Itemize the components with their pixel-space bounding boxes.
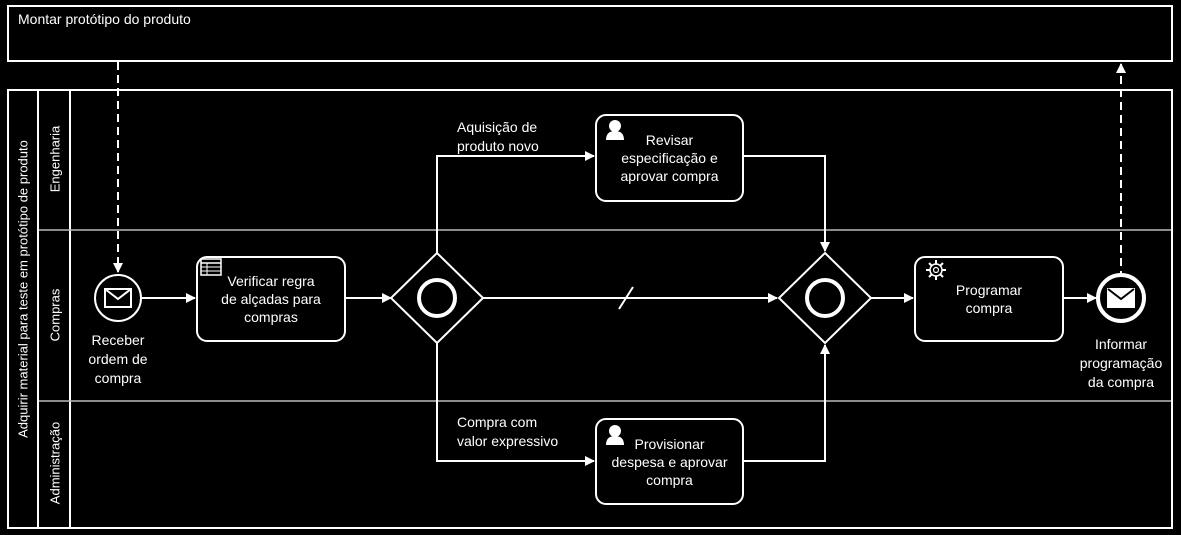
inclusive-gateway-join	[777, 251, 873, 345]
inclusive-gateway-split	[389, 251, 485, 345]
task-label: Verificar regra de alçadas para compras	[221, 273, 321, 325]
flow-split-to-provision	[436, 343, 595, 466]
task-label: Revisar especificação e aprovar compra	[620, 132, 719, 184]
gear-icon	[926, 260, 946, 280]
task-revisar-especificacao[interactable]: Revisar especificação e aprovar compra	[595, 114, 744, 202]
user-icon	[606, 120, 624, 140]
task-verificar-regra[interactable]: Verificar regra de alçadas para compras	[196, 256, 346, 342]
flow-label-expressive-value: Compra com valor expressivo	[457, 414, 559, 449]
lane-label-column: Engenharia Compras Administração	[39, 89, 71, 529]
task-provisionar-despesa[interactable]: Provisionar despesa e aprovar compra	[595, 418, 744, 505]
flow-review-to-join	[744, 155, 830, 252]
user-icon	[606, 425, 624, 445]
pool-montar-prototipo	[7, 5, 1173, 62]
flow-label-new-product: Aquisição de produto novo	[457, 119, 539, 154]
end-event-label: Informar programação da compra	[1079, 336, 1163, 390]
start-event-label: Receber ordem de compra	[88, 332, 148, 386]
table-icon	[200, 258, 222, 276]
pool-main-label-column: Adquirir material para teste em protótip…	[7, 89, 39, 529]
flow-provision-to-join	[744, 344, 830, 462]
task-label: Programar compra	[955, 282, 1023, 316]
flow-split-to-review	[436, 151, 595, 253]
pool-top-title: Montar protótipo do produto	[18, 11, 191, 27]
start-event	[94, 274, 142, 322]
end-event	[1096, 273, 1146, 323]
task-label: Provisionar despesa e aprovar compra	[611, 435, 728, 488]
default-flow-marker	[618, 286, 634, 310]
pool-adquirir-material	[7, 89, 1173, 529]
task-programar-compra[interactable]: Programar compra	[914, 256, 1064, 342]
